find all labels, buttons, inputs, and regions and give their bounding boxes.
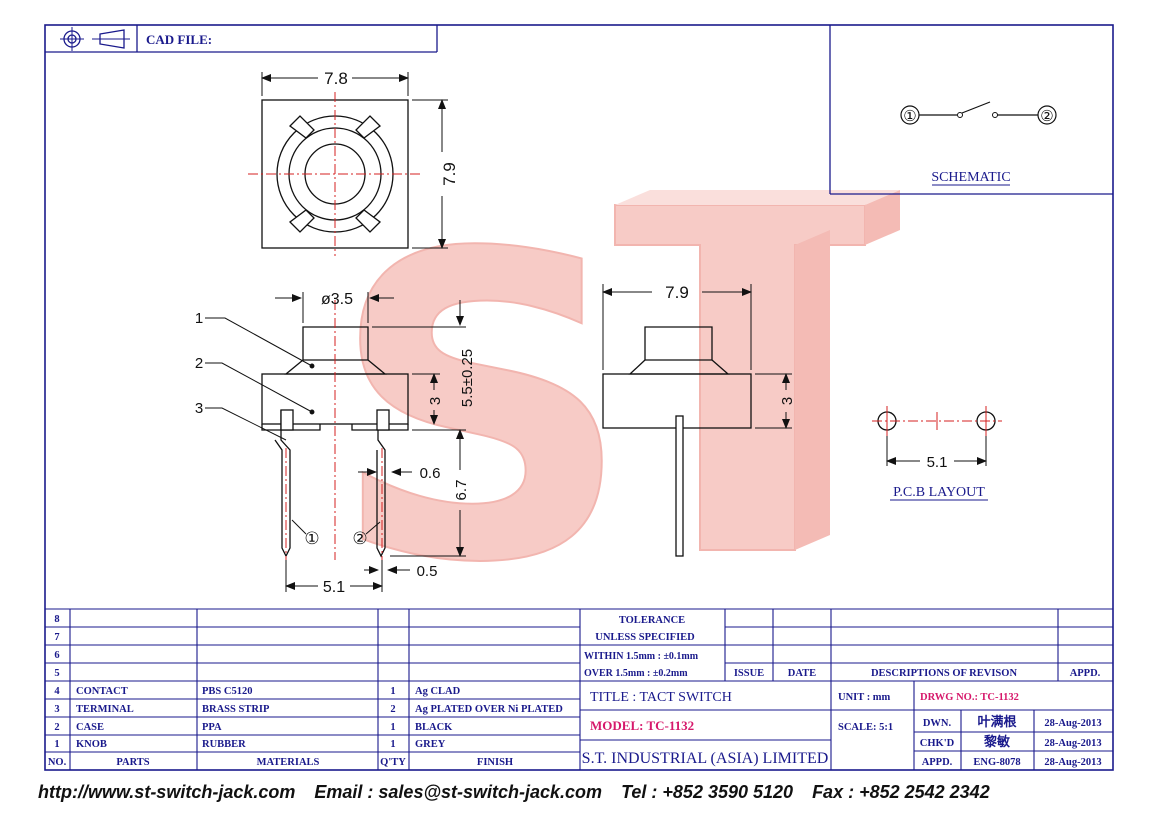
chkd-date: 28-Aug-2013 (1044, 738, 1101, 749)
cad-file-header (45, 25, 438, 53)
dwn-date: 28-Aug-2013 (1044, 718, 1101, 729)
dwn-name: 叶满根 (977, 714, 1017, 729)
bom-header-parts: PARTS (116, 757, 149, 768)
bom-row-4-qty: 1 (390, 686, 395, 697)
callout-1: 1 (195, 310, 203, 327)
pcb-pitch-dim: 5.1 (927, 454, 948, 471)
top-height-dim: 7.9 (440, 162, 459, 186)
schematic-pin-2: ② (1040, 108, 1053, 125)
pin-2-label: ② (352, 529, 367, 548)
bom-row-1-qty: 1 (390, 739, 395, 750)
revision-issue-header: ISSUE (734, 668, 764, 679)
pcb-label: P.C.B LAYOUT (893, 485, 985, 500)
revision-date-header: DATE (788, 668, 816, 679)
unit-text: UNIT : mm (838, 692, 891, 703)
pcb-layout (872, 406, 1002, 501)
tolerance-line-3: WITHIN 1.5mm : ±0.1mm (584, 651, 699, 662)
appd-name: ENG-8078 (973, 757, 1020, 768)
bom-row-2-material: PPA (202, 722, 222, 733)
bom-row-8-no: 8 (54, 614, 59, 625)
bom-row-2-finish: BLACK (415, 722, 453, 733)
scale-text: SCALE: 5:1 (838, 722, 893, 733)
st-watermark: S (329, 165, 900, 656)
model-number: MODEL: TC-1132 (590, 718, 694, 733)
bom-row-5-no: 5 (54, 668, 59, 679)
end-width-dim: 7.9 (665, 283, 689, 302)
body-height-dim: 3 (427, 397, 444, 405)
bom-row-2-part: CASE (76, 722, 104, 733)
title-block-grid (45, 608, 1113, 770)
bom-row-4-part: CONTACT (76, 686, 128, 697)
schematic-pin-1: ① (903, 108, 916, 125)
drawing-number: DRWG NO.: TC-1132 (920, 692, 1019, 703)
tolerance-line-1: TOLERANCE (619, 615, 685, 626)
appd-label: APPD. (922, 757, 953, 768)
bom-row-1-material: RUBBER (202, 739, 246, 750)
callout-3: 3 (195, 400, 203, 417)
phone-text: Tel : +852 3590 5120 (621, 782, 794, 802)
contact-footer: http://www.st-switch-jack.com Email : sa… (38, 782, 1138, 803)
bom-row-1-finish: GREY (415, 739, 446, 750)
appd-date: 28-Aug-2013 (1044, 757, 1101, 768)
bom-row-3-finish: Ag PLATED OVER Ni PLATED (415, 704, 563, 715)
bom-row-3-part: TERMINAL (76, 704, 134, 715)
company-name: S.T. INDUSTRIAL (ASIA) LIMITED (582, 750, 829, 767)
end-body-height-dim: 3 (779, 397, 796, 405)
cad-file-label: CAD FILE: (146, 32, 212, 47)
tolerance-line-2: UNLESS SPECIFIED (595, 632, 695, 643)
schematic-box (829, 25, 1113, 195)
bom-row-2-qty: 1 (390, 722, 395, 733)
schematic-label: SCHEMATIC (931, 170, 1010, 185)
revision-appd-header: APPD. (1070, 668, 1101, 679)
bom-row-7-no: 7 (54, 632, 59, 643)
fax-text: Fax : +852 2542 2342 (812, 782, 990, 802)
bom-header-finish: FINISH (477, 757, 513, 768)
top-width-dim: 7.8 (324, 69, 348, 88)
total-height-dim: 5.5±0.25 (459, 349, 476, 407)
bom-row-4-no: 4 (54, 686, 60, 697)
top-view (248, 72, 448, 256)
pin-1-label: ① (304, 529, 319, 548)
revision-descriptions-header: DESCRIPTIONS OF REVISON (871, 668, 1017, 679)
pin-tip-dim: 0.5 (417, 563, 438, 580)
bom-row-6-no: 6 (54, 650, 59, 661)
chkd-name: 黎敏 (984, 734, 1011, 749)
tolerance-line-4: OVER 1.5mm : ±0.2mm (584, 668, 688, 679)
title-text: TITLE : TACT SWITCH (590, 690, 732, 705)
projection-symbol-icon (60, 27, 130, 51)
knob-diameter-dim: ø3.5 (321, 291, 353, 308)
bom-row-4-material: PBS C5120 (202, 686, 252, 697)
bom-header-materials: MATERIALS (257, 757, 320, 768)
bom-header-no: NO. (48, 757, 67, 768)
bom-row-1-part: KNOB (76, 739, 107, 750)
bom-row-2-no: 2 (54, 722, 59, 733)
bom-row-3-no: 3 (54, 704, 59, 715)
bom-row-4-finish: Ag CLAD (415, 686, 461, 697)
bom-header-qty: Q'TY (380, 757, 406, 768)
bom-row-3-material: BRASS STRIP (202, 704, 270, 715)
pin-length-dim: 6.7 (453, 480, 470, 501)
callout-2: 2 (195, 355, 203, 372)
end-view (602, 284, 792, 557)
website-link[interactable]: http://www.st-switch-jack.com (38, 782, 296, 802)
email-link[interactable]: Email : sales@st-switch-jack.com (314, 782, 603, 802)
dwn-label: DWN. (923, 718, 952, 729)
pin-pitch-dim: 5.1 (323, 579, 345, 596)
outer-frame (44, 24, 1114, 771)
chkd-label: CHK'D (920, 738, 955, 749)
bom-row-1-no: 1 (54, 739, 59, 750)
bom-row-3-qty: 2 (390, 704, 395, 715)
side-view (205, 292, 466, 592)
svg-text:S: S (330, 166, 633, 655)
pin-width-dim: 0.6 (420, 465, 441, 482)
